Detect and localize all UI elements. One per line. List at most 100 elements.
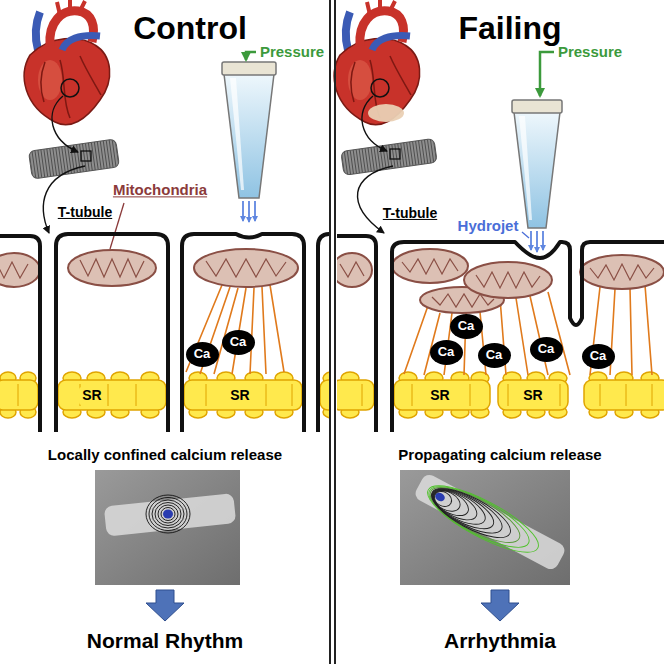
node-text: SR	[82, 388, 101, 403]
panel-divider	[334, 0, 336, 664]
structure-label: Mitochondria	[113, 181, 207, 198]
calcium-ion: Ca	[582, 344, 615, 369]
node-text: Ca	[486, 348, 503, 362]
infarct-patch	[368, 104, 404, 122]
hydrojet-stream	[248, 201, 250, 222]
myocyte-cell	[28, 139, 119, 179]
cell-membrane	[182, 234, 304, 432]
calcium-image	[104, 493, 236, 536]
node-text: SR	[230, 388, 249, 403]
zoom-arrow	[362, 96, 387, 151]
contour-line	[430, 486, 463, 515]
contour-line	[429, 484, 482, 526]
calcium-image	[400, 470, 570, 585]
node-text: Ca	[458, 319, 475, 333]
ryanodine-receptor	[186, 285, 284, 374]
mitochondrion	[0, 253, 40, 287]
failing-heart	[334, 0, 419, 125]
sarcoplasmic-reticulum	[0, 372, 329, 418]
contour-line	[420, 474, 546, 564]
ryanodine-receptor	[186, 285, 284, 374]
calcium-image	[95, 470, 240, 585]
contour-line	[430, 485, 473, 520]
mitochondrial-cristae	[0, 259, 286, 278]
contour-line	[423, 477, 526, 552]
cell-membrane	[0, 234, 329, 432]
zoom-box	[390, 149, 400, 159]
node-text: SR	[430, 388, 449, 403]
contour-line	[432, 489, 454, 510]
mitochondrion	[337, 249, 664, 313]
cell-membrane	[337, 236, 376, 432]
zoom-arrow	[52, 96, 78, 152]
calcium-ion: Ca	[450, 314, 483, 339]
mitochondrial-cristae	[206, 259, 286, 277]
panel-heading: Control	[133, 10, 247, 47]
mitochondrial-cristae	[402, 259, 458, 274]
calcium-image	[413, 472, 567, 572]
calcium-ion: Ca	[430, 340, 463, 365]
failing-cross-section	[337, 236, 664, 432]
cell-membrane	[392, 242, 664, 432]
zoom-arrow	[43, 96, 393, 233]
node-text: SR	[523, 388, 542, 403]
pipette	[224, 74, 274, 198]
sr-label-box: SR	[79, 387, 105, 405]
sarcoplasmic-reticulum	[184, 380, 302, 410]
pipette	[230, 78, 244, 190]
contour-line	[161, 508, 175, 521]
contour-line	[426, 480, 508, 541]
pipette	[514, 112, 560, 228]
calcium-ion: Ca	[478, 343, 511, 368]
outcome-label: Arrhythmia	[444, 629, 556, 653]
structure-label: T-tubule	[383, 205, 437, 221]
mitochondrion	[464, 262, 552, 298]
mitochondrion	[194, 249, 298, 287]
contour-line	[146, 495, 190, 533]
sarcoplasmic-reticulum	[18, 384, 292, 406]
calcium-image	[400, 470, 570, 585]
hydrojet-stream	[530, 231, 532, 250]
leader-line	[522, 232, 529, 238]
myocyte-cell	[341, 138, 437, 175]
mitochondrial-cristae	[476, 272, 540, 288]
zoom-box	[81, 151, 91, 161]
calcium-image	[95, 470, 240, 585]
control-cross-section	[0, 234, 329, 432]
contour-line	[158, 505, 178, 523]
sarcoplasmic-reticulum	[394, 380, 490, 410]
mitochondrion	[337, 253, 372, 287]
mitochondrial-cristae	[0, 262, 28, 278]
mitochondrion	[580, 255, 664, 289]
mitochondrial-cristae	[80, 259, 144, 277]
contour-line	[155, 503, 181, 526]
sr-label-box: SR	[227, 387, 253, 405]
node-text: Ca	[538, 342, 555, 356]
outcome-arrow	[146, 590, 184, 621]
mitochondrial-cristae	[432, 294, 494, 307]
cell-membrane	[0, 236, 40, 432]
node-text: Ca	[438, 345, 455, 359]
contour-line	[428, 483, 490, 531]
control-heart	[24, 0, 109, 125]
pressure-label: Pressure	[260, 43, 324, 60]
calcium-ion: Ca	[530, 337, 563, 362]
sarcoplasmic-reticulum	[337, 380, 374, 410]
hydrojet-stream	[242, 201, 244, 221]
hydrojet-label: Hydrojet	[458, 217, 519, 234]
calcium-ion: Ca	[222, 330, 255, 355]
pressure-label: Pressure	[558, 43, 622, 60]
contour-line	[146, 495, 190, 533]
pipette	[222, 62, 276, 198]
contour-line	[149, 498, 187, 531]
myocyte-cell	[28, 139, 119, 179]
zoom-arrow	[358, 166, 393, 233]
hydrojet-stream	[536, 231, 538, 252]
contour-line	[425, 479, 517, 547]
panel-divider	[330, 0, 335, 664]
myocyte-cell	[341, 138, 437, 175]
cell-membrane	[337, 236, 664, 432]
panel-heading: Failing	[458, 10, 561, 47]
